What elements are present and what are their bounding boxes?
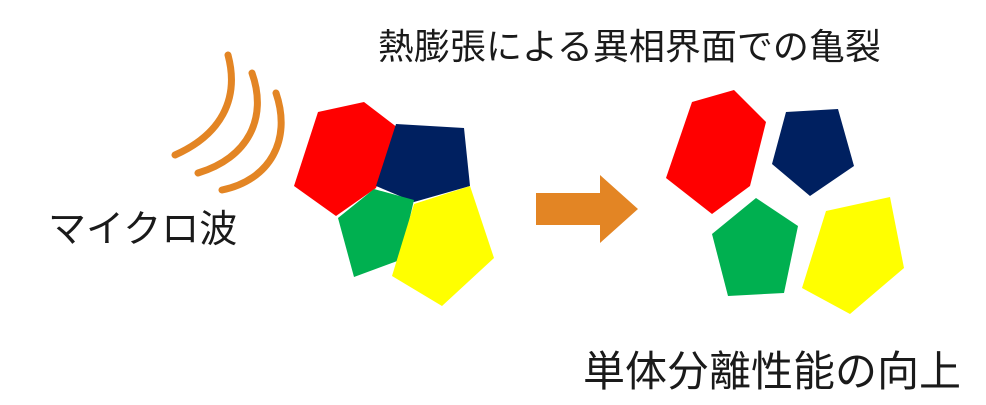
wave-arc-3: [218, 89, 285, 194]
navy-pentagon-right: [772, 109, 854, 196]
right-arrow-icon: [536, 175, 638, 243]
separated-particles: [666, 90, 904, 314]
red-hexagon-right: [666, 90, 766, 214]
yellow-pentagon-right: [802, 197, 904, 314]
green-pentagon-right: [712, 198, 798, 296]
joined-particle: [294, 102, 494, 306]
microwave-waves-icon: [171, 51, 285, 194]
yellow-pentagon-left: [392, 186, 494, 306]
green-pentagon-left: [338, 189, 414, 277]
separation-result-caption: 単体分離性能の向上: [583, 347, 962, 396]
navy-pentagon-left: [376, 124, 470, 202]
crack-caption: 熱膨張による異相界面での亀裂: [378, 27, 881, 68]
wave-arc-2: [194, 69, 261, 177]
red-hexagon-left: [294, 102, 398, 216]
wave-arc-1: [171, 51, 235, 159]
microwave-label: マイクロ波: [48, 207, 238, 251]
